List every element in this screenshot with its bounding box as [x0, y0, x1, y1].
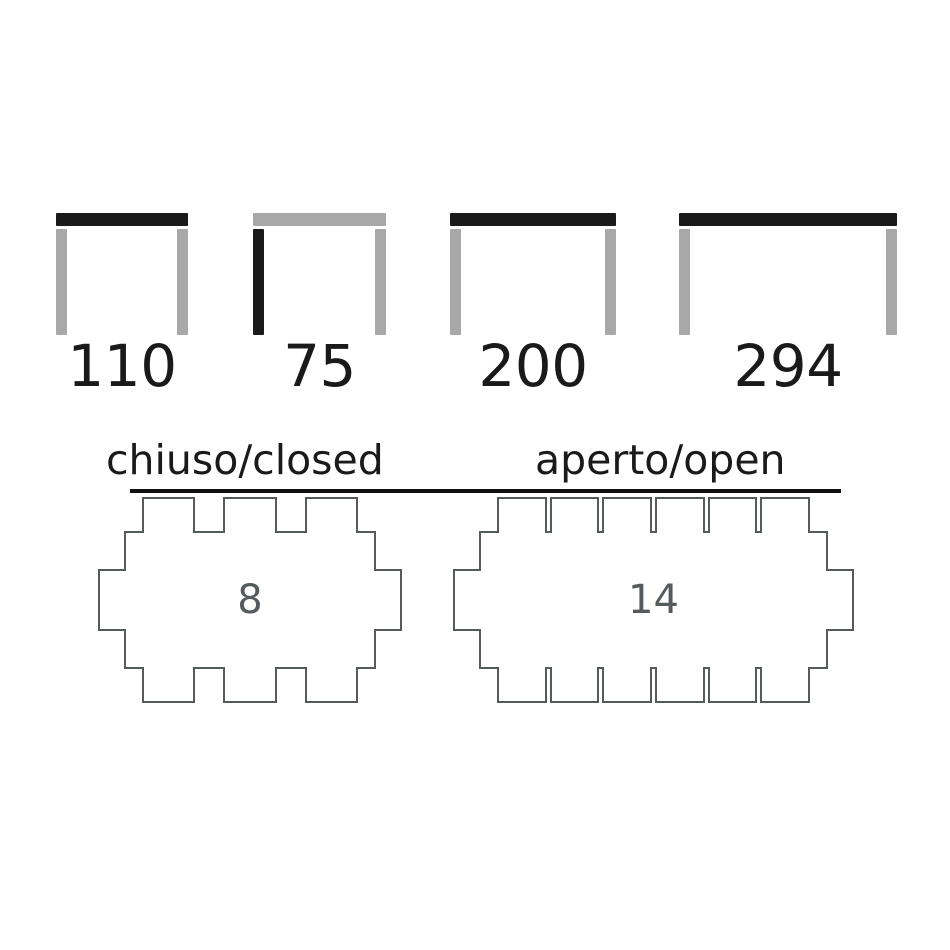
chair-bottom-1 [142, 667, 196, 703]
table-leg-left [253, 229, 264, 335]
dimension-value-294: 294 [733, 332, 843, 400]
section-label-open: aperto/open [535, 436, 786, 484]
chair-bottom-2 [223, 667, 277, 703]
table-leg-left [450, 229, 461, 335]
tabletop-bar [679, 213, 897, 226]
chair-top-3 [304, 497, 358, 533]
dimension-value-200: 200 [478, 332, 588, 400]
table-leg-right [177, 229, 188, 335]
tabletop-bar [253, 213, 386, 226]
chair-right-1 [826, 569, 854, 631]
section-header-row: chiuso/closed aperto/open [0, 440, 950, 498]
table-leg-right [375, 229, 386, 335]
chair-bottom-4 [655, 667, 705, 703]
chair-left-1 [453, 569, 481, 631]
dimension-value-110: 110 [67, 332, 177, 400]
section-label-closed: chiuso/closed [106, 436, 384, 484]
chair-top-1 [142, 497, 196, 533]
tabletop-bar [450, 213, 616, 226]
table-leg-right [886, 229, 897, 335]
table-leg-right [605, 229, 616, 335]
seat-count-open: 14 [628, 577, 679, 623]
chair-right-1 [374, 569, 402, 631]
chair-top-1 [497, 497, 547, 533]
chair-bottom-3 [602, 667, 652, 703]
chair-bottom-6 [760, 667, 810, 703]
chair-bottom-2 [549, 667, 600, 703]
chair-top-5 [707, 497, 758, 533]
chair-top-4 [655, 497, 705, 533]
table-outline-closed [124, 531, 376, 669]
chair-top-2 [549, 497, 600, 533]
chair-top-6 [760, 497, 810, 533]
table-outline-open [479, 531, 828, 669]
chair-bottom-1 [497, 667, 547, 703]
chair-bottom-3 [304, 667, 358, 703]
chair-top-3 [602, 497, 652, 533]
chair-bottom-5 [707, 667, 758, 703]
table-leg-left [56, 229, 67, 335]
chair-left-1 [98, 569, 126, 631]
dimension-icon-row: 110 75 200 294 [0, 205, 950, 400]
seat-count-closed: 8 [237, 577, 263, 623]
table-leg-left [679, 229, 690, 335]
header-divider-rule [130, 489, 841, 493]
dimension-value-75: 75 [283, 332, 356, 400]
chair-top-2 [223, 497, 277, 533]
tabletop-bar [56, 213, 188, 226]
